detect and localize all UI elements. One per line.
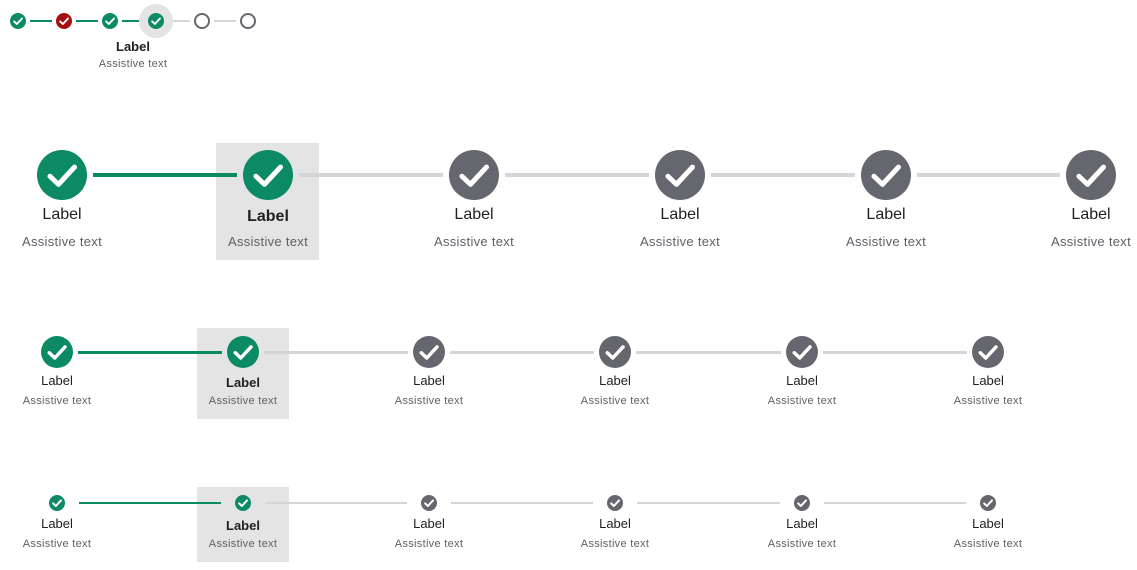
step-connector — [122, 20, 144, 22]
step-indicator[interactable] — [235, 495, 251, 511]
step-label: Label — [41, 373, 73, 388]
step-indicator[interactable] — [794, 495, 810, 511]
step-6-indicator[interactable] — [240, 13, 256, 29]
step-connector — [93, 173, 237, 177]
step-assistive-text: Assistive text — [845, 234, 927, 249]
step-indicator[interactable] — [607, 495, 623, 511]
step-connector — [168, 20, 190, 22]
step-connector — [824, 502, 966, 504]
step-label: Label — [599, 373, 631, 388]
step-connector — [711, 173, 855, 177]
step-4-indicator[interactable] — [148, 13, 164, 29]
step-assistive-text: Assistive text — [953, 538, 1023, 550]
step-connector — [917, 173, 1060, 177]
step-connector — [451, 502, 593, 504]
step-2-indicator[interactable] — [56, 13, 72, 29]
step-indicator[interactable] — [972, 336, 1004, 368]
step-connector — [823, 350, 967, 354]
step-3-indicator[interactable] — [102, 13, 118, 29]
step-connector — [450, 350, 594, 354]
step-connector — [214, 20, 236, 22]
step-connector — [637, 502, 780, 504]
step-5-indicator[interactable] — [194, 13, 210, 29]
step-assistive-text: Assistive text — [767, 395, 837, 407]
step-label: Label — [972, 373, 1004, 388]
step-connector — [299, 173, 443, 177]
step-label: Label — [454, 206, 494, 223]
step-label: Label — [413, 516, 445, 531]
step-assistive-text: Assistive text — [208, 395, 278, 407]
step-connector — [265, 502, 407, 504]
step-indicator[interactable] — [227, 336, 259, 368]
step-indicator[interactable] — [786, 336, 818, 368]
step-indicator[interactable] — [861, 150, 911, 200]
step-indicator[interactable] — [41, 336, 73, 368]
step-assistive-text: Assistive text — [22, 395, 92, 407]
step-connector — [76, 20, 98, 22]
step-assistive-text: Assistive text — [639, 234, 721, 249]
step-connector — [79, 502, 221, 504]
step-assistive-text: Assistive text — [953, 395, 1023, 407]
step-assistive-text: Assistive text — [433, 234, 515, 249]
step-assistive-text: Assistive text — [21, 234, 103, 249]
step-connector — [30, 20, 52, 22]
step-assistive-text: Assistive text — [394, 395, 464, 407]
step-indicator[interactable] — [413, 336, 445, 368]
step-label: Label — [41, 516, 73, 531]
step-label: Label — [413, 373, 445, 388]
step-label: Label — [660, 206, 700, 223]
step-indicator[interactable] — [37, 150, 87, 200]
step-indicator[interactable] — [655, 150, 705, 200]
step-label: Label — [226, 518, 260, 533]
step-assistive-text: Assistive text — [227, 234, 309, 249]
step-label: Label — [866, 206, 906, 223]
step-assistive-text: Assistive text — [1050, 234, 1132, 249]
step-indicator[interactable] — [1066, 150, 1116, 200]
step-assistive-text: Assistive text — [208, 538, 278, 550]
current-step-label: Label — [116, 39, 150, 54]
step-assistive-text: Assistive text — [22, 538, 92, 550]
step-assistive-text: Assistive text — [767, 538, 837, 550]
step-assistive-text: Assistive text — [394, 538, 464, 550]
step-connector — [505, 173, 649, 177]
step-label: Label — [786, 516, 818, 531]
step-label: Label — [972, 516, 1004, 531]
step-connector — [636, 350, 781, 354]
step-connector — [78, 350, 222, 354]
step-indicator[interactable] — [599, 336, 631, 368]
step-label: Label — [786, 373, 818, 388]
step-indicator[interactable] — [980, 495, 996, 511]
step-assistive-text: Assistive text — [580, 538, 650, 550]
step-1-indicator[interactable] — [10, 13, 26, 29]
step-label: Label — [1071, 206, 1111, 223]
step-indicator[interactable] — [243, 150, 293, 200]
step-connector — [264, 350, 408, 354]
step-indicator[interactable] — [449, 150, 499, 200]
step-label: Label — [42, 206, 82, 223]
step-assistive-text: Assistive text — [580, 395, 650, 407]
step-label: Label — [247, 208, 289, 225]
step-indicator[interactable] — [49, 495, 65, 511]
current-step-assistive: Assistive text — [98, 58, 168, 70]
step-label: Label — [226, 375, 260, 390]
step-label: Label — [599, 516, 631, 531]
step-indicator[interactable] — [421, 495, 437, 511]
